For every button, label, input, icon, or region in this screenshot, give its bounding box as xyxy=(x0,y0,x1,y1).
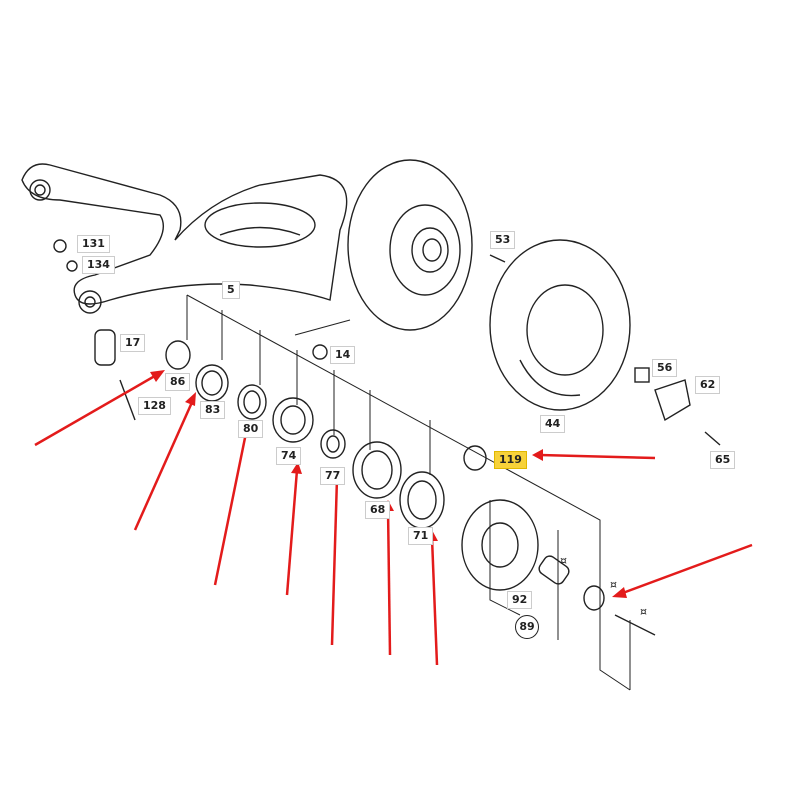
marker-symbol: ¤ xyxy=(610,578,617,591)
part-label-128: 128 xyxy=(138,397,171,415)
dust-shield xyxy=(489,239,631,411)
part-label-92: 92 xyxy=(507,591,533,609)
callout-arrows xyxy=(34,370,753,666)
part-label-65: 65 xyxy=(710,451,736,469)
part-label-5: 5 xyxy=(222,281,240,299)
part-label-68: 68 xyxy=(365,501,391,519)
part-label-14: 14 xyxy=(330,346,356,364)
parts xyxy=(53,239,721,636)
brake-disc xyxy=(347,159,473,331)
exploded-frame xyxy=(186,294,631,691)
part-label-62: 62 xyxy=(695,376,721,394)
part-label-53: 53 xyxy=(490,231,516,249)
part-label-74: 74 xyxy=(276,447,302,465)
control-arm xyxy=(21,163,348,314)
part-label-44: 44 xyxy=(540,415,566,433)
part-label-134: 134 xyxy=(82,256,115,274)
part-label-56: 56 xyxy=(652,359,678,377)
part-label-86: 86 xyxy=(165,373,191,391)
marker-symbol: ¤ xyxy=(560,554,567,567)
part-label-131: 131 xyxy=(77,235,110,253)
part-label-80: 80 xyxy=(238,420,264,438)
part-label-119-highlighted: 119 xyxy=(494,451,527,469)
part-label-89: 89 xyxy=(515,615,539,639)
part-label-77: 77 xyxy=(320,467,346,485)
part-label-83: 83 xyxy=(200,401,226,419)
marker-symbol: ¤ xyxy=(640,605,647,618)
part-label-17: 17 xyxy=(120,334,146,352)
part-label-71: 71 xyxy=(408,527,434,545)
